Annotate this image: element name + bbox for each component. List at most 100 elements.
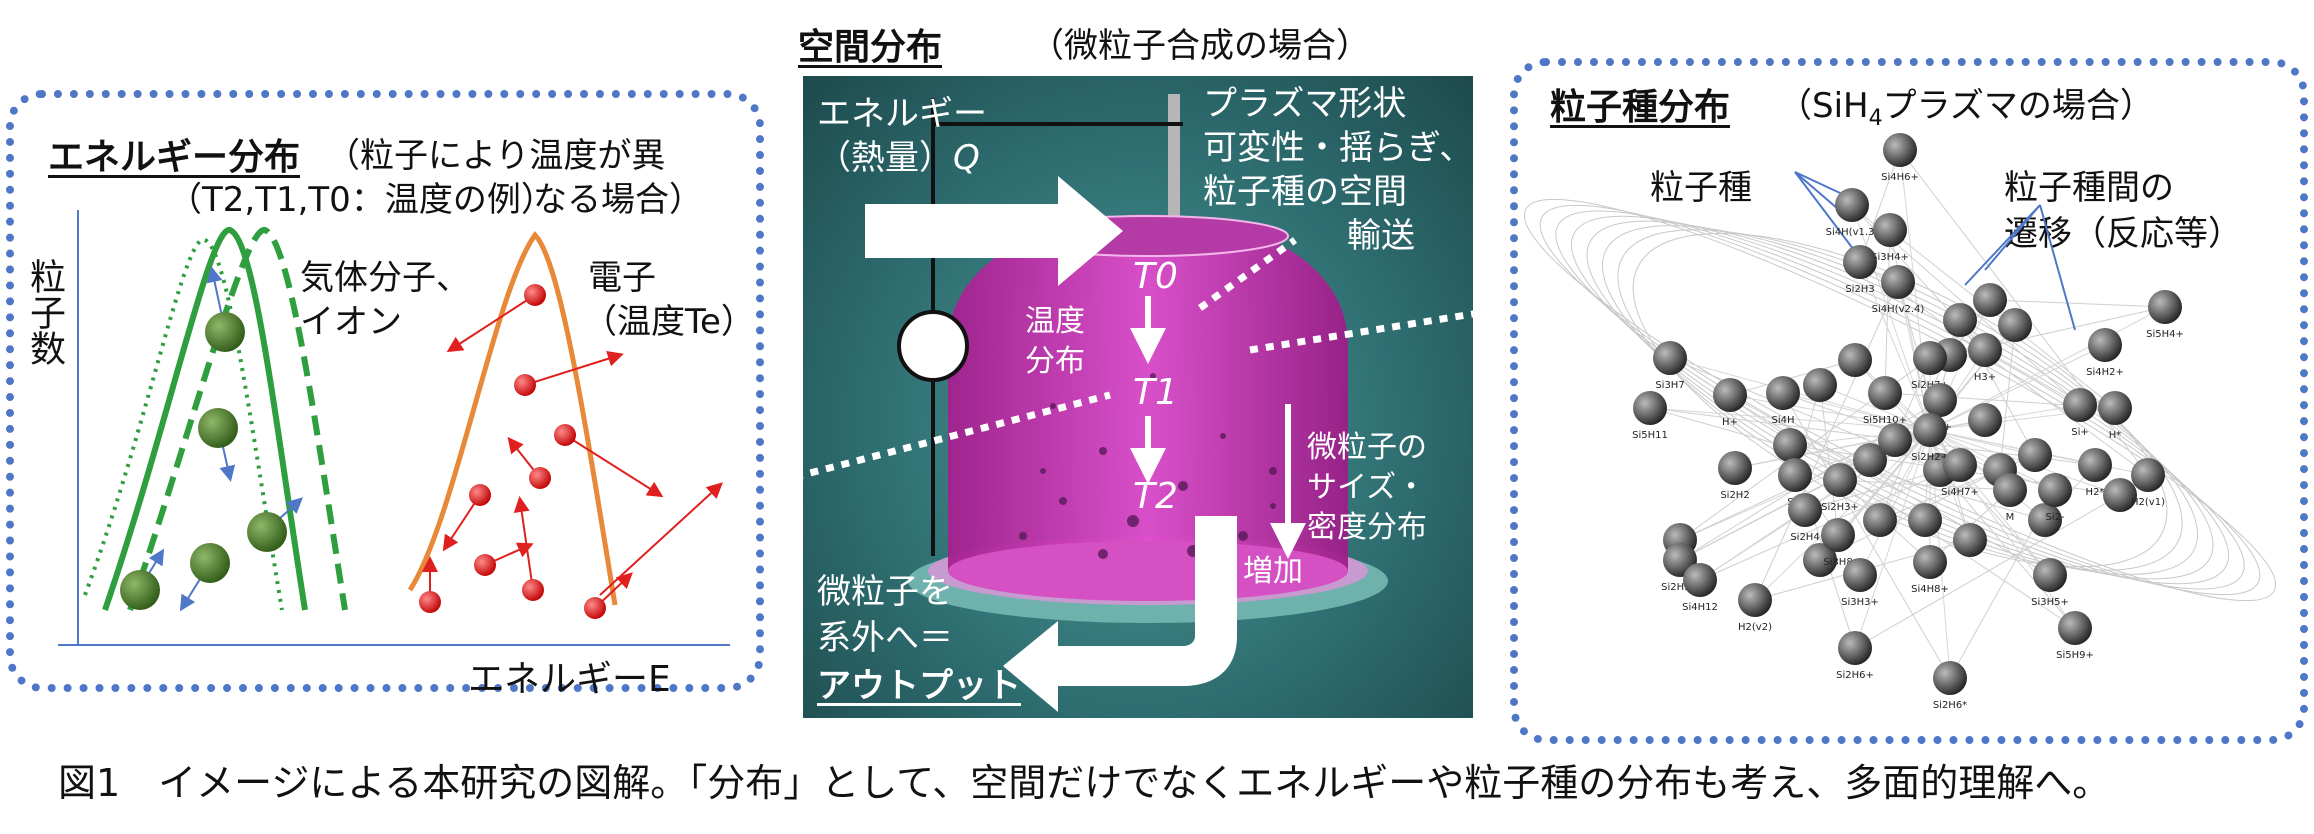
species-node	[1823, 463, 1857, 497]
species-node	[1788, 493, 1822, 527]
species-node-label: Si3H5+	[2031, 597, 2069, 608]
plasma-note-4: 輸送	[1347, 216, 1415, 256]
temp-dist-label-2: 分布	[1025, 344, 1085, 379]
transition-label-1: 粒子種間の	[2004, 168, 2174, 208]
species-node	[1843, 245, 1877, 279]
species-node	[1868, 376, 1902, 410]
species-node-label: Si2H2+	[1911, 452, 1949, 463]
species-node	[1853, 443, 1887, 477]
t0-label: T0	[1133, 256, 1178, 297]
species-node-label: Si3H7	[1655, 380, 1684, 391]
species-node	[1803, 543, 1837, 577]
species-node	[2038, 473, 2072, 507]
species-distribution-panel	[1510, 58, 2308, 744]
species-node	[2148, 290, 2182, 324]
plasma-note-1: プラズマ形状	[1203, 84, 1407, 124]
species-node	[1653, 341, 1687, 375]
temp-dist-label-1: 温度	[1025, 304, 1085, 339]
electron-curve	[407, 231, 618, 606]
curve-t2	[83, 237, 284, 611]
species-node-label: Si5H10+	[1863, 415, 1907, 426]
particle-dist-2: サイズ・	[1307, 470, 1427, 505]
gas-label-2: イオン	[300, 302, 402, 342]
species-node	[1843, 558, 1877, 592]
species-node-label: Si5H11	[1632, 430, 1668, 441]
callout-line	[1964, 204, 2041, 286]
species-node	[1766, 376, 1800, 410]
species-node-label: Si4H	[1771, 415, 1794, 426]
energy-input-line1: エネルギー	[817, 94, 987, 134]
species-node	[1913, 413, 1947, 447]
species-node	[1873, 213, 1907, 247]
x-axis-label: エネルギーE	[468, 659, 671, 700]
species-node-label: Si4H7+	[1941, 487, 1979, 498]
species-node-label: H*	[2109, 430, 2122, 441]
species-node	[2058, 611, 2092, 645]
species-node	[1993, 473, 2027, 507]
output-label: アウトプット	[817, 666, 1021, 706]
species-node	[1968, 333, 2002, 367]
curve-t0	[127, 227, 348, 611]
species-node	[1878, 423, 1912, 457]
species-node	[1913, 341, 1947, 375]
energy-distribution-panel	[6, 90, 764, 692]
species-label: 粒子種	[1650, 168, 1752, 208]
species-node-label: Si4H6+	[1881, 172, 1919, 183]
plasma-image: ～ エネルギー （熱量）Q プラズマ形状 可変性・揺らぎ、 粒子種の空間 輸送 …	[803, 76, 1473, 718]
species-node	[2063, 388, 2097, 422]
electron-label-1: 電子	[588, 258, 656, 298]
species-node	[2098, 391, 2132, 425]
species-node	[1913, 545, 1947, 579]
plasma-note-3: 粒子種の空間	[1203, 172, 1407, 212]
energy-title: エネルギー分布	[48, 137, 301, 178]
species-node	[1718, 451, 1752, 485]
species-node-label: H3+	[1974, 372, 1996, 383]
species-node	[1821, 518, 1855, 552]
species-node-label: Si2H7+	[1911, 380, 1949, 391]
increase-label: 増加	[1243, 554, 1303, 589]
species-node-label: H2*	[2086, 487, 2105, 498]
species-node	[1683, 563, 1717, 597]
species-node-label: H2(v1)	[2131, 497, 2165, 508]
species-node-label: Si3H8	[1823, 557, 1852, 568]
species-node-label: Si2H5+	[1661, 582, 1699, 593]
species-node-label: Si2H6*	[1933, 700, 1967, 711]
species-node-label: M	[2006, 512, 2015, 523]
species-node	[1881, 265, 1915, 299]
figure-caption: 図1 イメージによる本研究の図解。「分布」として、空間だけでなくエネルギーや粒子…	[58, 761, 2111, 805]
species-node	[1998, 308, 2032, 342]
output-pre-2: 系外へ＝	[817, 618, 953, 658]
gas-label-1: 気体分子、	[300, 258, 470, 298]
species-node-label: Si2H3	[1845, 284, 1874, 295]
species-node-label: Si3H4+	[1871, 252, 1909, 263]
species-node	[1973, 283, 2007, 317]
species-node	[1803, 368, 1837, 402]
species-node	[1933, 661, 1967, 695]
species-node-label: Si5H4+	[2146, 329, 2184, 340]
species-node-label: H2(v2)	[1738, 622, 1772, 633]
electrons	[419, 284, 723, 619]
energy-note-2: （T2,T1,T0：温度の例）	[168, 180, 555, 220]
species-node	[1633, 391, 1667, 425]
species-subtitle: （SiH4プラズマの場合）	[1778, 86, 2154, 131]
species-node-label: H+	[1722, 417, 1738, 428]
species-node	[1863, 503, 1897, 537]
ac-source-icon: ～	[917, 334, 957, 380]
output-pre-1: 微粒子を	[817, 572, 953, 612]
species-node-label: Si4H(v2.4)	[1872, 304, 1925, 315]
species-node	[1908, 503, 1942, 537]
species-node	[1968, 403, 2002, 437]
species-node	[1738, 583, 1772, 617]
species-title: 粒子種分布	[1550, 87, 1731, 128]
particle-dist-1: 微粒子の	[1307, 430, 1427, 465]
plasma-note-2: 可変性・揺らぎ、	[1203, 128, 1473, 168]
species-node	[1943, 303, 1977, 337]
energy-note-3: なる場合）	[533, 180, 703, 220]
species-node	[2088, 328, 2122, 362]
species-node-label: Si4H8+	[1911, 584, 1949, 595]
species-node	[1713, 378, 1747, 412]
species-node	[1838, 343, 1872, 377]
species-node	[2028, 503, 2062, 537]
